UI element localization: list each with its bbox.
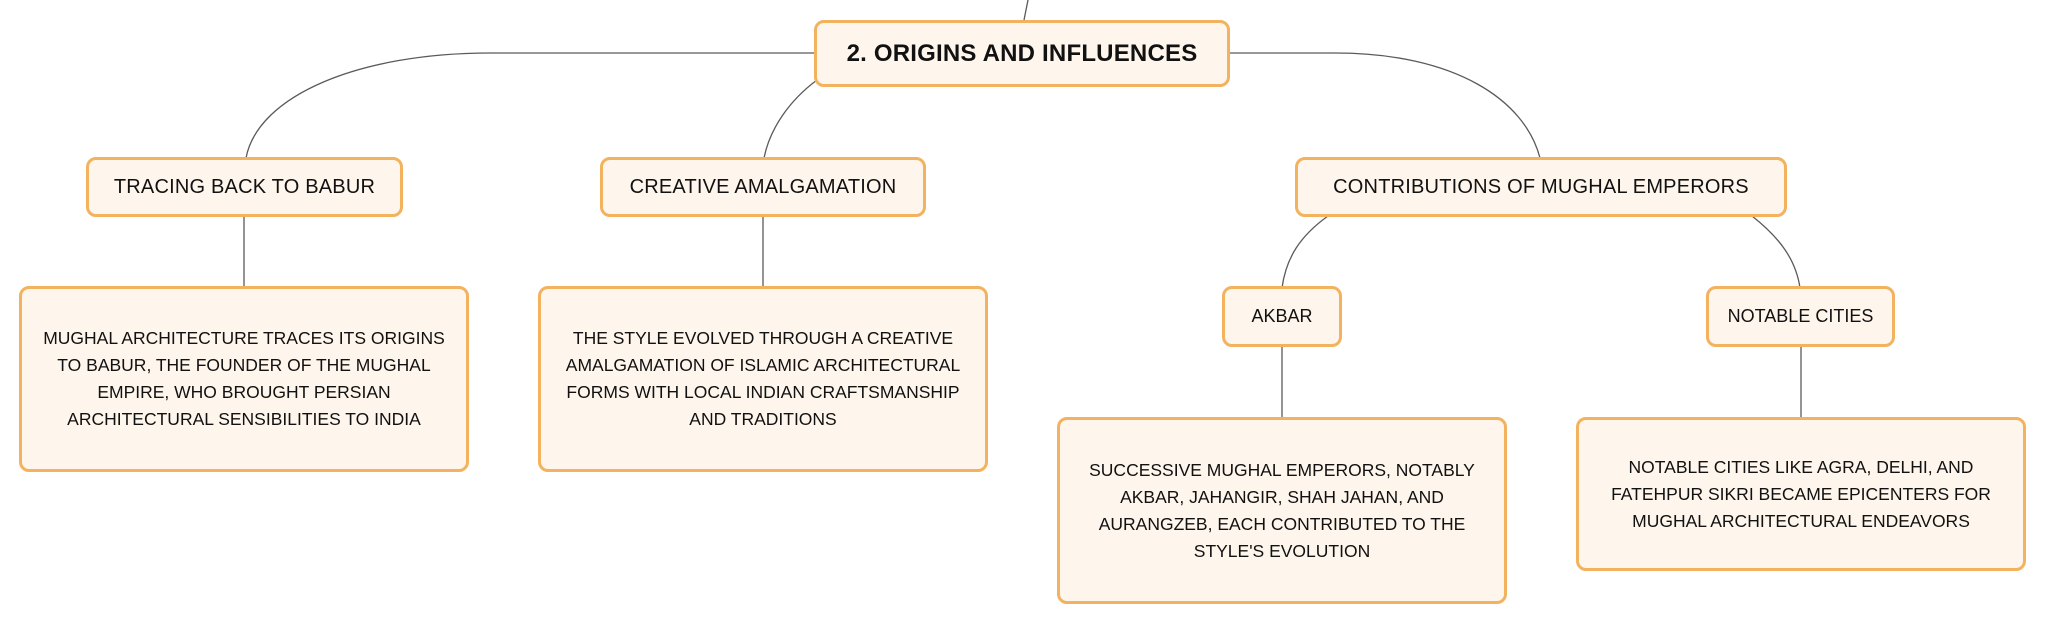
connector-root-to-emperors — [1229, 52, 1541, 159]
amalgamation-detail-node[interactable]: THE STYLE EVOLVED THROUGH A CREATIVE AMA… — [538, 286, 988, 472]
notable-cities-node[interactable]: NOTABLE CITIES — [1706, 286, 1895, 347]
root-node[interactable]: 2. ORIGINS AND INFLUENCES — [814, 20, 1230, 87]
akbar-node-label: AKBAR — [1251, 306, 1313, 326]
amalgamation-detail-text: THE STYLE EVOLVED THROUGH A CREATIVE AMA… — [565, 328, 961, 429]
notable-cities-node-label: NOTABLE CITIES — [1727, 306, 1874, 326]
connector-root-to-babur — [245, 52, 814, 159]
amalgamation-node[interactable]: CREATIVE AMALGAMATION — [600, 157, 926, 217]
notable-cities-detail-text: NOTABLE CITIES LIKE AGRA, DELHI, AND FAT… — [1611, 456, 1991, 531]
babur-node-label: TRACING BACK TO BABUR — [113, 175, 376, 198]
babur-detail-node[interactable]: MUGHAL ARCHITECTURE TRACES ITS ORIGINS T… — [19, 286, 469, 472]
akbar-detail-node[interactable]: SUCCESSIVE MUGHAL EMPERORS, NOTABLY AKBA… — [1057, 417, 1507, 604]
connector-root-to-amalgamation — [763, 79, 818, 159]
babur-node[interactable]: TRACING BACK TO BABUR — [86, 157, 403, 217]
akbar-node[interactable]: AKBAR — [1222, 286, 1342, 347]
akbar-detail-text: SUCCESSIVE MUGHAL EMPERORS, NOTABLY AKBA… — [1089, 459, 1475, 561]
emperors-node[interactable]: CONTRIBUTIONS OF MUGHAL EMPERORS — [1295, 157, 1787, 217]
babur-detail-text: MUGHAL ARCHITECTURE TRACES ITS ORIGINS T… — [43, 328, 445, 429]
emperors-node-label: CONTRIBUTIONS OF MUGHAL EMPERORS — [1333, 175, 1749, 198]
connector-parent-to-root — [1023, 0, 1029, 21]
amalgamation-node-label: CREATIVE AMALGAMATION — [629, 175, 897, 198]
connector-emperors-to-cities — [1751, 215, 1801, 289]
connector-emperors-to-akbar — [1281, 215, 1329, 289]
root-node-label: 2. ORIGINS AND INFLUENCES — [846, 39, 1198, 67]
notable-cities-detail-node[interactable]: NOTABLE CITIES LIKE AGRA, DELHI, AND FAT… — [1576, 417, 2026, 571]
